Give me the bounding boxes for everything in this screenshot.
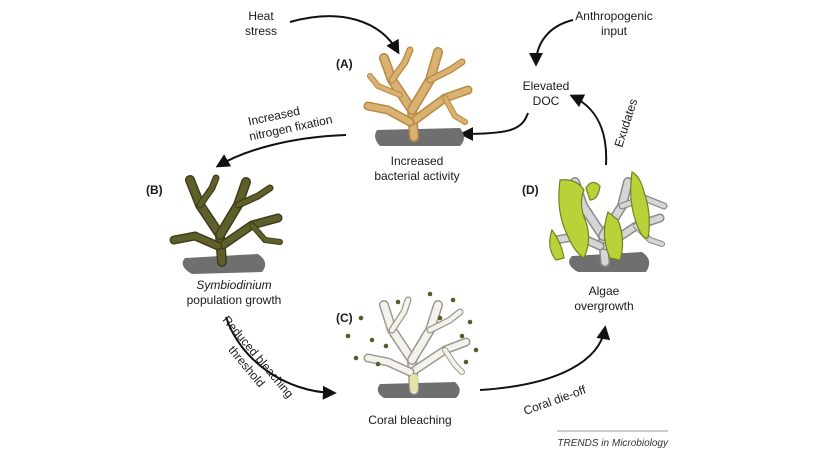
label-algae-1: Algae	[589, 284, 620, 298]
label-anthropogenic-1: Anthropogenic	[575, 9, 652, 23]
panel-label-b: (B)	[146, 183, 163, 197]
panel-label-d: (D)	[522, 183, 539, 197]
coral-c-branches	[363, 296, 471, 395]
coral-c-illustration	[345, 291, 479, 398]
coral-a-branches	[363, 46, 473, 142]
label-bacterial-2: bacterial activity	[374, 169, 459, 183]
label-doc-2: DOC	[533, 94, 560, 108]
coral-b-illustration	[169, 174, 283, 274]
zooxanthellae-particles	[345, 291, 479, 367]
coral-d-illustration	[549, 171, 668, 272]
label-coral-dieoff: Coral die-off	[522, 382, 589, 418]
arrow-doc-to-a	[459, 112, 529, 141]
algae-fronds	[549, 171, 650, 261]
label-coral-bleaching: Coral bleaching	[368, 413, 451, 427]
label-doc-1: Elevated	[523, 79, 570, 93]
panel-label-a: (A)	[336, 57, 353, 71]
arrow-a-to-b	[215, 134, 347, 168]
label-algae-2: overgrowth	[574, 299, 633, 313]
cycle-arrows	[215, 15, 611, 400]
arrow-d-to-doc	[569, 94, 608, 166]
arrow-anthropogenic-to-doc	[529, 19, 574, 67]
label-bacterial-1: Increased	[391, 154, 444, 168]
journal-credit: TRENDS in Microbiology	[557, 438, 669, 449]
rock-a	[375, 128, 464, 146]
coral-a-illustration	[363, 46, 473, 146]
label-heat-stress-2: stress	[245, 24, 277, 38]
label-anthropogenic-2: input	[601, 24, 628, 38]
label-symbio-growth: population growth	[187, 293, 282, 307]
label-exudates: Exudates	[612, 97, 641, 149]
coral-b-branches	[169, 174, 283, 267]
label-symbiodinium: Symbiodinium	[196, 278, 271, 292]
arrow-b-to-c	[225, 316, 337, 400]
panel-label-c: (C)	[336, 311, 353, 325]
arrow-heat-to-a	[289, 15, 400, 55]
label-heat-stress-1: Heat	[248, 9, 274, 23]
arrow-c-to-d	[479, 325, 611, 391]
